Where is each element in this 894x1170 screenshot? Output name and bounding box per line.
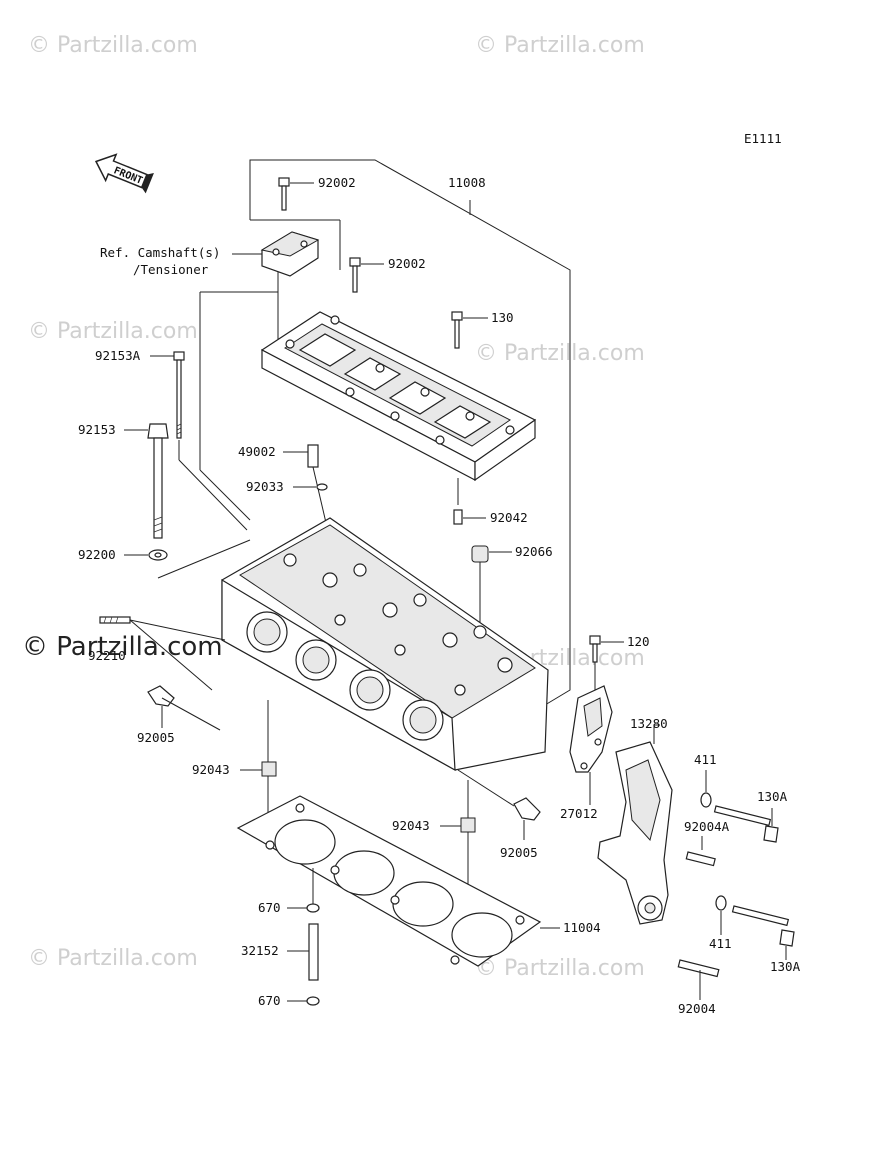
label-49002: 49002 (238, 444, 276, 459)
label-92153a: 92153A (95, 348, 141, 363)
bolt-92153 (124, 423, 169, 539)
head-gasket-11004 (236, 795, 560, 967)
bolt-92153a (150, 351, 248, 531)
label-92043-right: 92043 (392, 818, 430, 833)
label-13280: 13280 (630, 716, 668, 731)
label-411-top: 411 (694, 752, 717, 767)
bracket-27012 (569, 685, 613, 805)
label-411-bottom: 411 (709, 936, 732, 951)
label-92200: 92200 (78, 547, 116, 562)
label-ref-tensioner: /Tensioner (133, 262, 209, 277)
washer-411-top (700, 770, 712, 808)
label-92005-left: 92005 (137, 730, 175, 745)
bolt-130 (451, 311, 488, 349)
label-92002-top: 92002 (318, 175, 356, 190)
bolt-92002-top (278, 177, 314, 211)
cam-holder-frame (260, 311, 537, 482)
label-130a-top: 130A (757, 789, 788, 804)
diagram-code: E1111 (744, 131, 782, 146)
bolt-130a-top (713, 805, 779, 843)
watermark-7: © Partzilla.com (475, 956, 645, 981)
label-670-top: 670 (258, 900, 281, 915)
clip-92033 (293, 483, 328, 491)
label-92066: 92066 (515, 544, 553, 559)
label-11008: 11008 (448, 175, 486, 190)
label-ref-camshaft: Ref. Camshaft(s) (100, 245, 220, 260)
stud-92210 (99, 616, 226, 691)
camshaft-cap (260, 231, 320, 277)
label-27012: 27012 (560, 806, 598, 821)
label-92002-second: 92002 (388, 256, 426, 271)
stud-92004a (685, 836, 716, 867)
bolt-120 (589, 635, 624, 690)
label-130: 130 (491, 310, 514, 325)
label-92004a: 92004A (684, 819, 730, 834)
watermark-featured: © Partzilla.com (22, 632, 223, 662)
label-92153: 92153 (78, 422, 116, 437)
label-92042: 92042 (490, 510, 528, 525)
label-32152: 32152 (241, 943, 279, 958)
label-92004: 92004 (678, 1001, 716, 1016)
watermark-6: © Partzilla.com (28, 946, 198, 971)
watermark-4: © Partzilla.com (475, 341, 645, 366)
watermark-3: © Partzilla.com (28, 319, 198, 344)
pipe-32152 (287, 923, 319, 981)
fitting-92005-right (457, 769, 541, 840)
label-670-bottom: 670 (258, 993, 281, 1008)
bolt-130a-bottom (731, 905, 795, 960)
fitting-92005-left (147, 685, 221, 731)
dowel-92042 (453, 509, 486, 525)
watermark-2: © Partzilla.com (475, 33, 645, 58)
washer-411-bottom (715, 895, 727, 935)
label-130a-bottom: 130A (770, 959, 801, 974)
label-92210: 92210 (88, 648, 126, 663)
label-120: 120 (627, 634, 650, 649)
watermark-1: © Partzilla.com (28, 33, 198, 58)
assembly-outline-lines (199, 159, 571, 706)
o-ring-670-bottom (287, 996, 320, 1006)
front-arrow-icon: FRONT (94, 153, 154, 194)
label-92005-right: 92005 (500, 845, 538, 860)
stud-92004 (677, 959, 720, 1000)
grommet-92066 (471, 545, 512, 650)
cylinder-head (221, 517, 549, 772)
washer-92200 (124, 539, 251, 579)
label-92033: 92033 (246, 479, 284, 494)
o-ring-670-top (287, 868, 320, 913)
label-11004: 11004 (563, 920, 601, 935)
bolt-92002-second (349, 257, 384, 293)
engine-mount-13280 (597, 724, 673, 925)
label-92043-left: 92043 (192, 762, 230, 777)
